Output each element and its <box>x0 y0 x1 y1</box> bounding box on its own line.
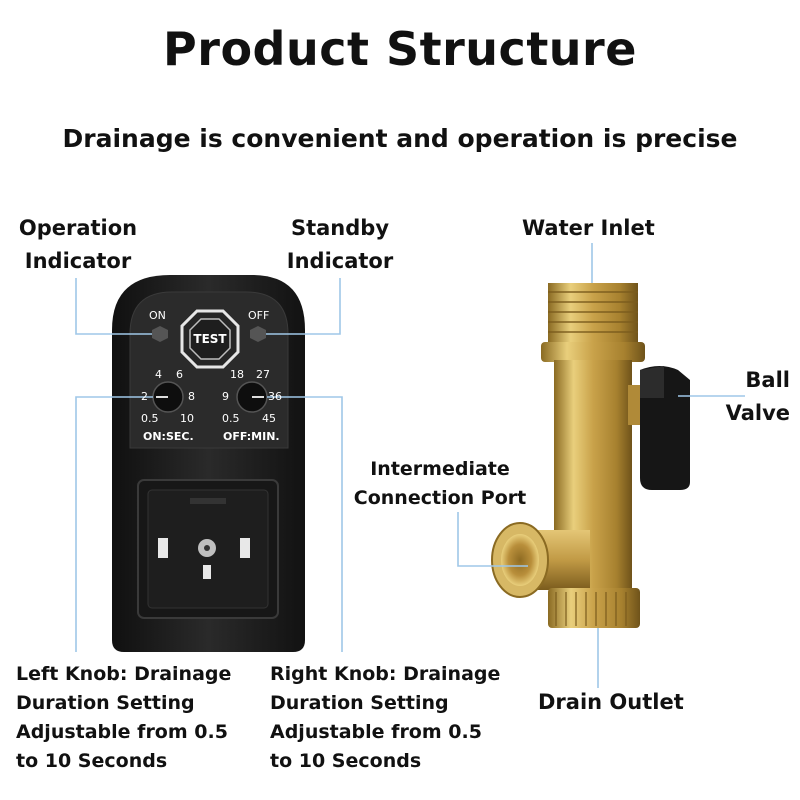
page-title: Product Structure <box>163 22 637 76</box>
left-dial-tick-6: 10 <box>180 412 194 425</box>
on-led-icon <box>152 326 168 342</box>
off-label: OFF <box>248 309 270 322</box>
left-dial-tick-5: 0.5 <box>141 412 159 425</box>
right-dial-tick-2: 27 <box>256 368 270 381</box>
timer-controller <box>112 275 305 652</box>
right-dial-tick-5: 0.5 <box>222 412 240 425</box>
callout-intermediate-port: Intermediate Connection Port <box>353 458 527 509</box>
brass-drain-valve <box>491 283 690 628</box>
page-subtitle: Drainage is convenient and operation is … <box>62 124 738 153</box>
right-dial-tick-1: 18 <box>230 368 244 381</box>
callout-water-inlet: Water Inlet <box>522 216 655 240</box>
off-led-icon <box>250 326 266 342</box>
left-dial-tick-1: 4 <box>155 368 162 381</box>
connector-socket-icon <box>137 479 279 619</box>
right-dial-tick-3: 9 <box>222 390 229 403</box>
callout-ball-valve: Ball Valve <box>725 368 790 425</box>
right-dial-tick-4: 36 <box>268 390 282 403</box>
test-button-octagon-icon[interactable] <box>180 309 240 369</box>
left-dial-tick-4: 8 <box>188 390 195 403</box>
callout-left-knob: Left Knob: Drainage Duration Setting Adj… <box>16 663 232 772</box>
callout-standby-indicator: Standby Indicator <box>286 216 394 273</box>
callout-drain-outlet: Drain Outlet <box>538 690 684 714</box>
left-dial-tick-3: 2 <box>141 390 148 403</box>
right-dial-caption: OFF:MIN. <box>223 430 280 443</box>
left-dial-caption: ON:SEC. <box>143 430 194 443</box>
left-dial-tick-2: 6 <box>176 368 183 381</box>
test-label: TEST <box>193 332 227 346</box>
right-dial-tick-6: 45 <box>262 412 276 425</box>
on-label: ON <box>149 309 166 322</box>
callout-right-knob: Right Knob: Drainage Duration Setting Ad… <box>270 663 501 772</box>
leader-lines <box>75 243 745 688</box>
callout-operation-indicator: Operation Indicator <box>18 216 138 273</box>
